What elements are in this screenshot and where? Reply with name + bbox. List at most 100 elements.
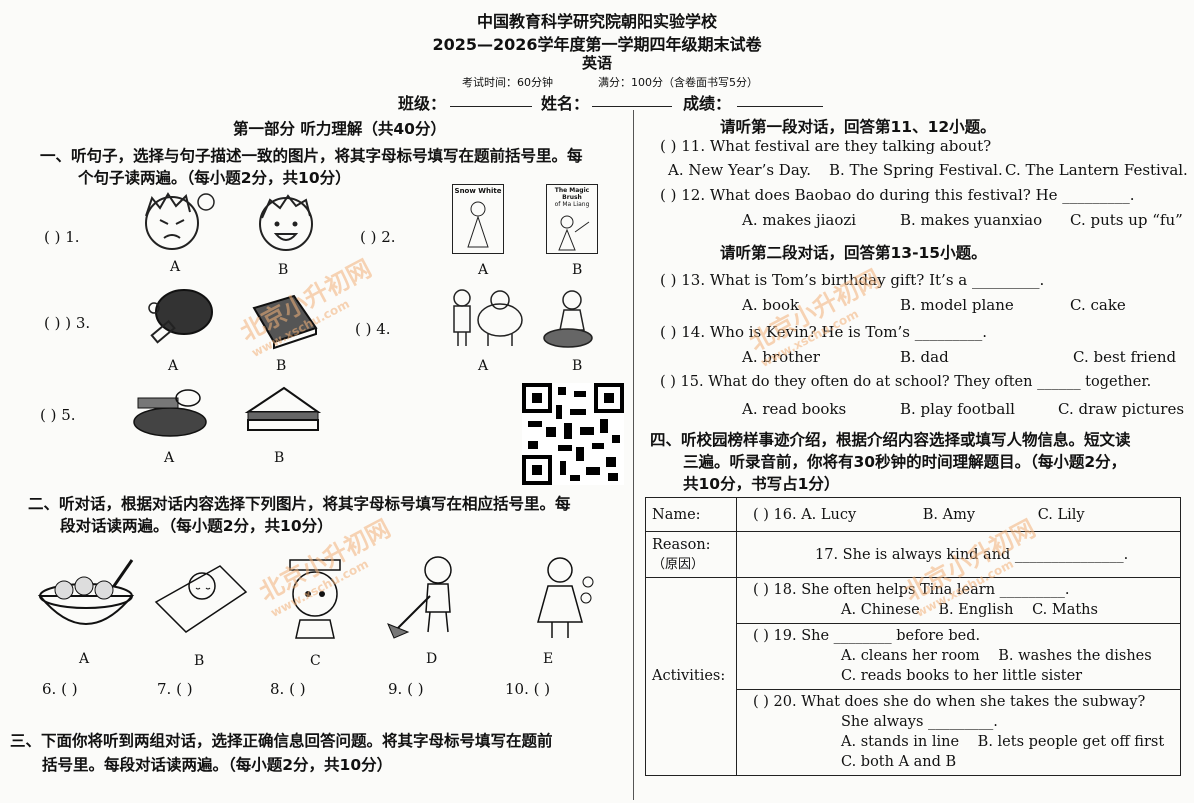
class-blank[interactable] — [450, 106, 532, 107]
q9-blank[interactable]: 9. ( ) — [388, 680, 424, 698]
q20-options-row1: A. stands in line B. lets people get off… — [841, 732, 1174, 752]
snow-white-title: Snow White — [454, 187, 502, 195]
name-cell: Name: — [645, 497, 737, 532]
activities-cell: Activities: — [645, 577, 737, 776]
q15[interactable]: ( ) 15. What do they often do at school?… — [660, 374, 1152, 390]
happy-boy-picture — [259, 194, 313, 251]
sleeping-child-picture — [154, 565, 248, 633]
q6-blank[interactable]: 6. ( ) — [42, 680, 78, 698]
q5-blank[interactable]: ( ) 5. — [40, 406, 76, 424]
q18[interactable]: ( ) 18. She often helps Tina learn _____… — [753, 582, 1070, 598]
q20-cell[interactable]: ( ) 20. What does she do when she takes … — [736, 688, 1181, 776]
s3-instruction-1: 三、下面你将听到两组对话，选择正确信息回答问题。将其字母标号填写在题前 — [10, 732, 553, 750]
grade-blank[interactable] — [737, 106, 823, 107]
q17-cell[interactable]: 17. She is always kind and _____________… — [736, 531, 1181, 578]
q15-option-a: A. read books — [742, 400, 847, 418]
q19[interactable]: ( ) 19. She ________ before bed. — [753, 627, 981, 644]
sandwich-picture — [244, 386, 322, 431]
q12-option-a: A. makes jiaozi — [742, 211, 857, 229]
ping-pong-paddle-picture — [148, 289, 213, 344]
q18-option-c: C. Maths — [1032, 602, 1098, 619]
reason-cell: Reason: （原因） — [645, 531, 737, 578]
grade-label: 成绩： — [683, 94, 732, 113]
q4-blank[interactable]: ( ) 4. — [355, 320, 391, 338]
q16-cell[interactable]: ( ) 16. A. Lucy B. Amy C. Lily — [736, 497, 1181, 532]
q1-option-a: A — [170, 259, 181, 275]
qr-code[interactable] — [522, 383, 624, 485]
q16-option-c: C. Lily — [1037, 506, 1085, 523]
school-name: 中国教育科学研究院朝阳实验学校 — [476, 12, 717, 31]
q16-option-b: B. Amy — [922, 506, 976, 523]
q20-stem: She always _________. — [841, 713, 998, 730]
q3-blank[interactable]: ( ) ) 3. — [44, 314, 91, 332]
boy-feeding-chickens-picture — [543, 290, 593, 348]
princess-icon — [467, 201, 489, 248]
book-picture — [252, 294, 318, 350]
q13-option-b: B. model plane — [900, 296, 1014, 314]
q10-blank[interactable]: 10. ( ) — [505, 680, 551, 698]
q11-option-a: A. New Year’s Day. — [668, 161, 812, 179]
q11-option-c: C. The Lantern Festival. — [1005, 161, 1188, 179]
farmer-with-cow-picture — [453, 289, 523, 346]
q14-option-b: B. dad — [900, 348, 949, 366]
q18-option-b: B. English — [938, 602, 1014, 619]
q14[interactable]: ( ) 14. Who is Kevin? He is Tom’s ______… — [660, 323, 988, 341]
class-label: 班级： — [398, 94, 447, 113]
q4-option-b: B — [572, 358, 583, 374]
magic-brush-title-2: of Ma Liang — [554, 201, 590, 208]
dialogue2-heading: 请听第二段对话，回答第13-15小题。 — [720, 244, 987, 262]
q2-blank[interactable]: ( ) 2. — [360, 228, 396, 246]
q2-option-b: B — [572, 262, 583, 278]
s2-label-e: E — [543, 651, 554, 667]
q8-blank[interactable]: 8. ( ) — [270, 680, 306, 698]
q11[interactable]: ( ) 11. What festival are they talking a… — [660, 137, 992, 155]
s1-instruction-1: 一、听句子，选择与句子描述一致的图片，将其字母标号填写在题前括号里。每 — [40, 147, 583, 165]
s2-label-d: D — [426, 651, 438, 667]
subject-title: 英语 — [581, 54, 612, 72]
q20-option-b: B. lets people get off first — [977, 734, 1165, 751]
dialogue1-heading: 请听第一段对话，回答第11、12小题。 — [720, 118, 996, 136]
q14-option-a: A. brother — [742, 348, 820, 366]
q20[interactable]: ( ) 20. What does she do when she takes … — [753, 693, 1146, 710]
name-label: 姓名： — [541, 94, 590, 113]
q5-option-a: A — [164, 450, 175, 466]
s3-instruction-2: 括号里。每段对话读两遍。（每小题2分，共10分） — [42, 756, 393, 774]
reason-label: Reason: — [652, 536, 711, 553]
reason-label-cn: （原因） — [652, 556, 705, 572]
s4-instruction-3: 共10分，书写占1分） — [683, 475, 840, 493]
q3-option-b: B — [276, 358, 287, 374]
s2-instruction-2: 段对话读两遍。（每小题2分，共10分） — [60, 517, 333, 535]
girl-with-flowers-picture — [537, 557, 594, 638]
q13[interactable]: ( ) 13. What is Tom’s birthday gift? It’… — [660, 271, 1045, 289]
snow-white-book: Snow White — [452, 184, 504, 254]
q12-option-c: C. puts up “fu” — [1070, 211, 1183, 229]
q11-option-b: B. The Spring Festival. — [829, 161, 1003, 179]
q20-option-c: C. both A and B — [841, 754, 957, 771]
q12[interactable]: ( ) 12. What does Baobao do during this … — [660, 186, 1135, 204]
grilled-food-picture — [133, 389, 207, 437]
q5-option-b: B — [274, 450, 285, 466]
q15-option-b: B. play football — [900, 400, 1015, 418]
exam-time: 考试时间：60分钟 — [462, 76, 553, 89]
s2-label-a: A — [79, 651, 90, 667]
q18-options: A. Chinese B. English C. Maths — [841, 600, 1174, 620]
s2-label-c: C — [310, 653, 321, 669]
q1-blank[interactable]: ( ) 1. — [44, 228, 80, 246]
exam-title: 2025—2026学年度第一学期四年级期末试卷 — [432, 35, 762, 54]
magic-brush-title-1: The Magic Brush — [554, 187, 590, 201]
magic-brush-book: The Magic Brush of Ma Liang — [546, 184, 598, 254]
q7-blank[interactable]: 7. ( ) — [157, 680, 193, 698]
q19-cell[interactable]: ( ) 19. She ________ before bed. A. clea… — [736, 622, 1181, 690]
s2-instruction-1: 二、听对话，根据对话内容选择下列图片，将其字母标号填写在相应括号里。每 — [28, 495, 571, 513]
q18-option-a: A. Chinese — [841, 602, 920, 619]
q17[interactable]: 17. She is always kind and _____________… — [815, 546, 1129, 563]
part1-title: 第一部分 听力理解（共40分） — [233, 120, 446, 138]
name-blank[interactable] — [592, 106, 672, 107]
q4-option-a: A — [478, 358, 489, 374]
q15-option-c: C. draw pictures — [1058, 400, 1185, 418]
q16[interactable]: ( ) 16. A. Lucy — [753, 506, 857, 523]
painter-icon — [558, 215, 590, 251]
child-sweeping-picture — [387, 556, 452, 639]
q13-option-c: C. cake — [1070, 296, 1126, 314]
column-divider — [633, 110, 634, 800]
